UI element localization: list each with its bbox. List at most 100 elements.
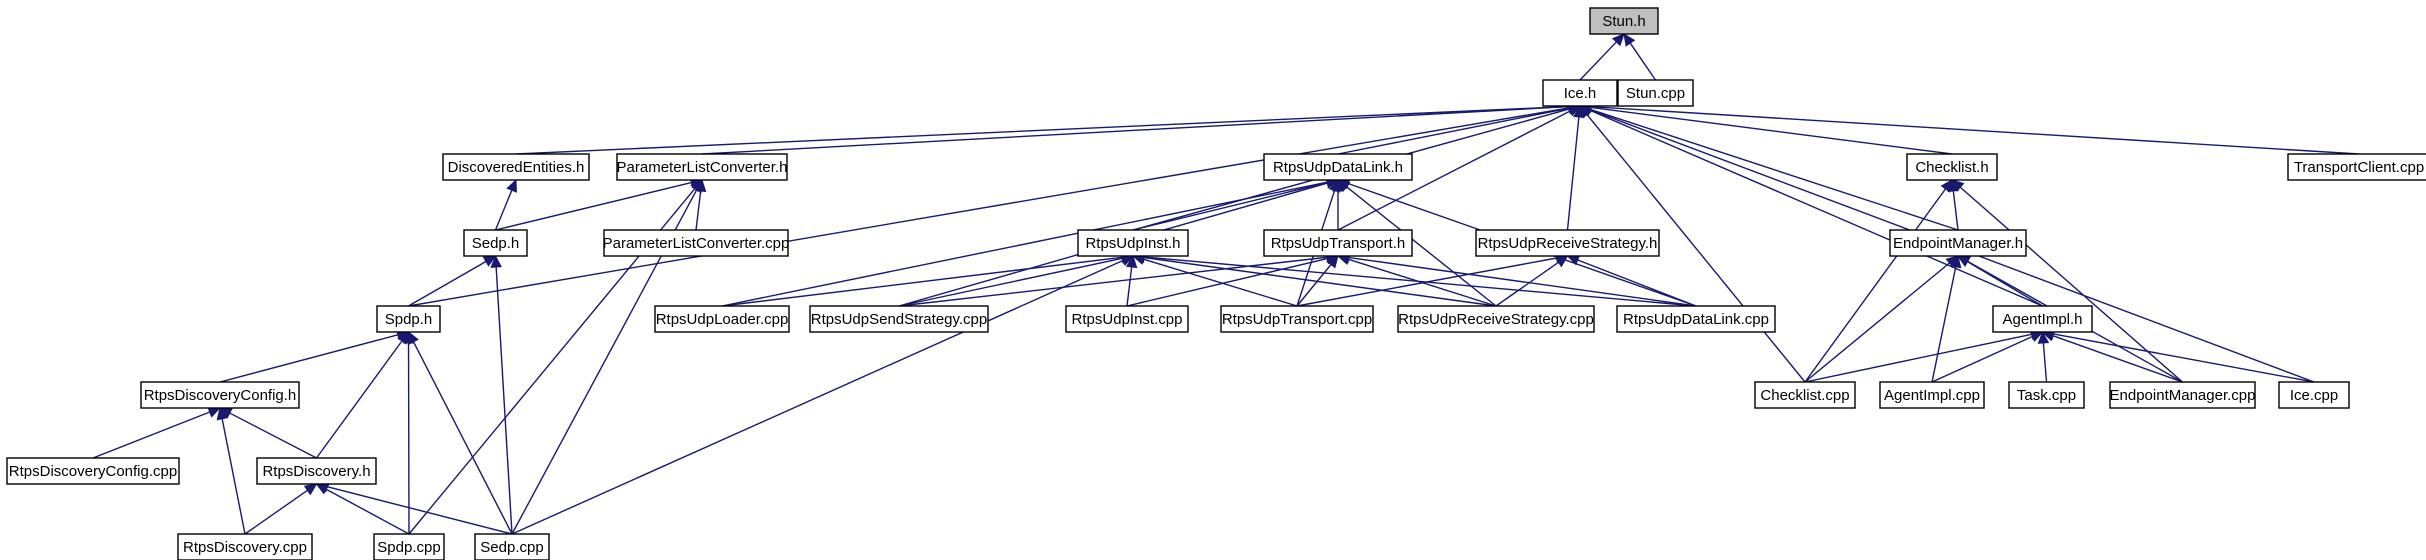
- node-recv-cpp[interactable]: RtpsUdpReceiveStrategy.cpp: [1397, 305, 1595, 333]
- node-box: [1263, 229, 1413, 257]
- node-transport-cpp[interactable]: RtpsUdpTransport.cpp: [1220, 305, 1374, 333]
- node-transport-h[interactable]: RtpsUdpTransport.h: [1263, 229, 1413, 257]
- node-inst-h[interactable]: RtpsUdpInst.h: [1077, 229, 1189, 257]
- node-checklist-cpp[interactable]: Checklist.cpp: [1754, 381, 1856, 409]
- node-sedp-cpp[interactable]: Sedp.cpp: [474, 533, 550, 560]
- node-label: Task.cpp: [2017, 387, 2076, 404]
- node-checklist-h[interactable]: Checklist.h: [1906, 153, 1998, 181]
- node-box: [1263, 153, 1413, 181]
- node-box: [1542, 79, 1618, 107]
- node-rdconfig-cpp[interactable]: RtpsDiscoveryConfig.cpp: [6, 457, 180, 485]
- node-rdconfig-h[interactable]: RtpsDiscoveryConfig.h: [140, 381, 300, 409]
- edge-spdp_cpp-to-rd_h: [325, 488, 410, 535]
- edge-task_cpp-to-agent_h: [2042, 342, 2048, 383]
- edge-send_cpp-to-transport_h: [898, 256, 1328, 307]
- node-label: EndpointManager.cpp: [2110, 387, 2256, 404]
- node-ice-cpp[interactable]: Ice.cpp: [2278, 381, 2350, 409]
- edge-send_cpp-to-inst_h: [898, 257, 1123, 307]
- node-endpoint-cpp[interactable]: EndpointManager.cpp: [2109, 381, 2256, 409]
- node-plc-h[interactable]: ParameterListConverter.h: [616, 153, 788, 181]
- node-dlink-cpp[interactable]: RtpsUdpDataLink.cpp: [1616, 305, 1776, 333]
- node-stun-cpp[interactable]: Stun.cpp: [1617, 79, 1694, 107]
- edge-dlink_h-to-ice_h: [1337, 107, 1570, 155]
- node-agent-cpp[interactable]: AgentImpl.cpp: [1879, 381, 1985, 409]
- edge-transport_cpp-to-inst_h: [1143, 258, 1298, 307]
- node-box: [1065, 305, 1189, 333]
- node-discovered-h[interactable]: DiscoveredEntities.h: [442, 153, 590, 181]
- node-box: [256, 457, 377, 485]
- edge-sedp_cpp-to-sedp_h: [495, 266, 513, 535]
- node-ice-h[interactable]: Ice.h: [1542, 79, 1618, 107]
- node-label: RtpsUdpInst.cpp: [1072, 311, 1183, 328]
- edge-endpoint_h-to-checklist_h: [1952, 190, 1959, 231]
- node-stun-h[interactable]: Stun.h: [1589, 7, 1659, 35]
- node-task-cpp[interactable]: Task.cpp: [2008, 381, 2085, 409]
- node-transportclient-cpp[interactable]: TransportClient.cpp: [2287, 153, 2426, 181]
- node-endpoint-h[interactable]: EndpointManager.h: [1889, 229, 2027, 257]
- edge-endpoint_h-to-ice_h: [1590, 108, 1959, 231]
- edge-plc_h-to-ice_h: [701, 105, 1570, 155]
- node-label: Sedp.cpp: [480, 539, 543, 556]
- arrowhead-recv_cpp-to-recv_h: [1554, 255, 1569, 268]
- node-label: Checklist.h: [1915, 159, 1988, 176]
- edge-dlink_cpp-to-recv_h: [1577, 259, 1697, 307]
- node-sedp-h[interactable]: Sedp.h: [463, 229, 528, 257]
- node-recv-h[interactable]: RtpsUdpReceiveStrategy.h: [1475, 229, 1660, 257]
- node-label: RtpsUdpReceiveStrategy.cpp: [1398, 311, 1594, 328]
- arrowhead-task_cpp-to-agent_h: [2037, 330, 2050, 344]
- arrowhead-sedp_cpp-to-plc_h: [691, 178, 703, 193]
- edge-sedp_h-to-plc_h: [495, 181, 692, 231]
- edge-ice_cpp-to-agent_h: [2053, 333, 2315, 383]
- node-label: RtpsDiscoveryConfig.cpp: [9, 463, 177, 480]
- arrowhead-sedp_cpp-to-spdp_h: [407, 330, 419, 345]
- node-box: [2008, 381, 2085, 409]
- edge-rdconfig_h-to-spdp_h: [219, 334, 399, 383]
- node-inst-cpp[interactable]: RtpsUdpInst.cpp: [1065, 305, 1189, 333]
- edge-spdp_h-to-ice_h: [408, 107, 1570, 307]
- arrowhead-ice_h-to-stun_h: [1611, 33, 1625, 47]
- node-label: RtpsUdpReceiveStrategy.h: [1478, 235, 1658, 252]
- arrowhead-rd_cpp-to-rd_h: [303, 483, 318, 496]
- node-box: [373, 533, 445, 560]
- edge-transport_cpp-to-transport_h: [1296, 264, 1332, 307]
- arrowhead-transport_cpp-to-transport_h: [1326, 255, 1339, 269]
- node-send-cpp[interactable]: RtpsUdpSendStrategy.cpp: [809, 305, 989, 333]
- node-box: [376, 305, 441, 333]
- node-label: RtpsUdpSendStrategy.cpp: [811, 311, 988, 328]
- node-spdp-cpp[interactable]: Spdp.cpp: [373, 533, 445, 560]
- edge-transport_cpp-to-recv_h: [1296, 257, 1557, 307]
- node-agent-h[interactable]: AgentImpl.h: [1992, 305, 2093, 333]
- node-box: [177, 533, 313, 560]
- node-box: [1889, 229, 2027, 257]
- node-label: Spdp.h: [385, 311, 433, 328]
- edge-inst_cpp-to-inst_h: [1126, 266, 1133, 307]
- arrowhead-endpoint_cpp-to-checklist_h: [1951, 179, 1965, 192]
- edge-inst_cpp-to-transport_h: [1126, 257, 1328, 307]
- node-spdp-h[interactable]: Spdp.h: [376, 305, 441, 333]
- edge-rd_cpp-to-rdconfig_h: [221, 418, 246, 535]
- node-label: RtpsDiscovery.h: [262, 463, 370, 480]
- node-loader-cpp[interactable]: RtpsUdpLoader.cpp: [654, 305, 790, 333]
- edge-ice_h-to-stun_h: [1579, 41, 1617, 81]
- node-label: EndpointManager.h: [1893, 235, 2023, 252]
- node-plc-cpp[interactable]: ParameterListConverter.cpp: [603, 229, 790, 257]
- arrowhead-stun_cpp-to-stun_h: [1623, 33, 1636, 47]
- node-box: [1616, 305, 1776, 333]
- node-box: [1992, 305, 2093, 333]
- node-dlink-h[interactable]: RtpsUdpDataLink.h: [1263, 153, 1413, 181]
- node-label: Checklist.cpp: [1760, 387, 1849, 404]
- edge-discovered_h-to-ice_h: [515, 105, 1570, 155]
- node-box: [442, 153, 590, 181]
- node-box: [2109, 381, 2256, 409]
- edge-sedp_cpp-to-spdp_h: [412, 341, 513, 535]
- node-box: [809, 305, 989, 333]
- node-rd-cpp[interactable]: RtpsDiscovery.cpp: [177, 533, 313, 560]
- edge-rdconfig_cpp-to-rdconfig_h: [92, 411, 211, 459]
- node-label: Stun.cpp: [1626, 85, 1685, 102]
- node-label: RtpsUdpTransport.h: [1271, 235, 1406, 252]
- arrowhead-transport_cpp-to-dlink_h: [1328, 178, 1340, 193]
- edge-sedp_h-to-discovered_h: [494, 189, 513, 231]
- edge-stun_cpp-to-stun_h: [1629, 42, 1657, 81]
- node-rd-h[interactable]: RtpsDiscovery.h: [256, 457, 377, 485]
